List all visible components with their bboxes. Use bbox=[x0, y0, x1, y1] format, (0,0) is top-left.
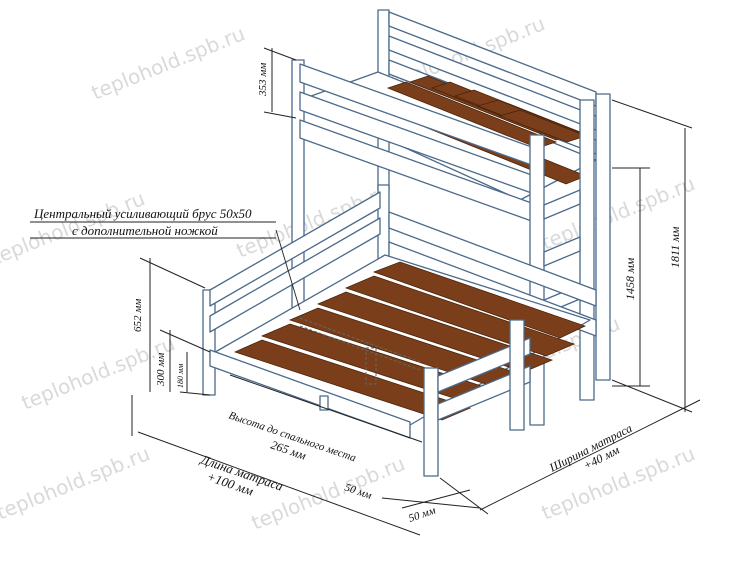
dim-label-1811: 1811 мм bbox=[668, 226, 682, 268]
beam-leg-marker bbox=[319, 395, 329, 411]
upper-slat bbox=[386, 81, 558, 149]
side-guard-rail bbox=[209, 217, 381, 333]
watermark-text: teplohold.spb.ru bbox=[88, 21, 248, 104]
side-guard-rail bbox=[209, 191, 381, 307]
lower-side-guard bbox=[202, 191, 381, 396]
annotation-leader bbox=[275, 229, 301, 311]
ladder-rung bbox=[543, 189, 581, 220]
lower-front-post bbox=[423, 367, 439, 477]
dimension-lines bbox=[30, 47, 701, 536]
post-size-label-b: 50 мм bbox=[407, 504, 437, 524]
dim-ext bbox=[179, 391, 211, 396]
footboard-rail bbox=[437, 337, 531, 393]
dim-line-width bbox=[479, 399, 701, 511]
lower-slat bbox=[316, 291, 554, 373]
dim-line-length bbox=[137, 431, 421, 536]
dim-line-50a bbox=[381, 497, 481, 509]
dim-label-353: 353 мм bbox=[257, 63, 269, 97]
dim-line-50b bbox=[401, 489, 471, 509]
watermark-text: teplohold.spb.ru bbox=[233, 179, 393, 262]
center-beam-hidden bbox=[299, 325, 421, 371]
lower-slat bbox=[233, 339, 472, 421]
lower-slat bbox=[372, 261, 587, 339]
dim-ext bbox=[263, 47, 297, 61]
foot-post bbox=[509, 319, 525, 431]
back-post-right bbox=[595, 93, 611, 381]
dim-label-652: 652 мм bbox=[132, 299, 144, 332]
beam-annotation-line2: с дополнительной ножкой bbox=[72, 223, 218, 238]
center-beam-hidden bbox=[299, 317, 421, 363]
footboard-rail bbox=[437, 365, 531, 421]
watermark-text: teplohold.spb.ru bbox=[0, 441, 153, 524]
dim-ext bbox=[611, 379, 693, 413]
dim-line-sleep bbox=[229, 374, 423, 443]
lower-back-rail bbox=[388, 211, 597, 307]
dim-ext bbox=[139, 257, 206, 289]
center-leg-hidden bbox=[365, 347, 377, 385]
beam-annotation-line1: Центральный усиливающий брус 50х50 bbox=[33, 206, 252, 221]
dim-label-300: 300 мм bbox=[155, 353, 167, 387]
dim-ext bbox=[159, 329, 211, 353]
dim-label-180: 180 мм bbox=[176, 364, 185, 388]
dim-label-1458: 1458 мм bbox=[623, 257, 637, 300]
dim-ext bbox=[611, 99, 693, 129]
dim-ext bbox=[263, 111, 297, 119]
lower-front-frame bbox=[209, 319, 531, 477]
ladder-rung bbox=[543, 236, 581, 267]
lower-left-post bbox=[202, 289, 216, 396]
ladder-post bbox=[579, 99, 595, 401]
